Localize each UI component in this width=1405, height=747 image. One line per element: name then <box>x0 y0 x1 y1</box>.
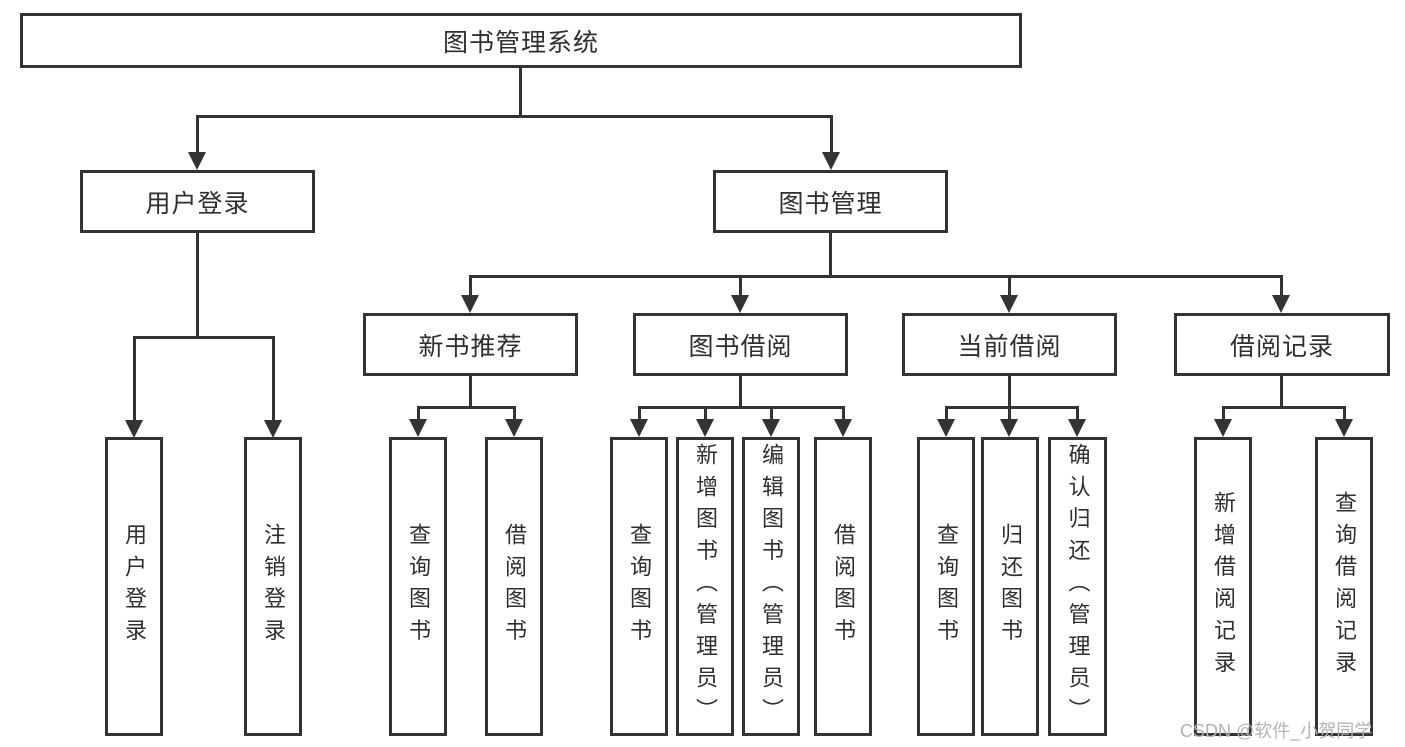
connector-borrowrecords-hline <box>1222 406 1346 409</box>
leaf-query-borrow-record: 查询借阅记录 <box>1315 437 1373 736</box>
leaf-add-books-admin-label: 新增图书（管理员） <box>693 442 718 731</box>
arrowhead-icon <box>125 420 143 438</box>
leaf-confirm-return-admin-label: 确认归还（管理员） <box>1065 442 1091 731</box>
leaf-borrow-books-label: 借阅图书 <box>831 522 856 651</box>
arrowhead-icon <box>409 419 427 437</box>
arrowhead-icon <box>1000 295 1018 313</box>
leaf-borrow-books: 借阅图书 <box>814 437 872 736</box>
leaf-user-login: 用户登录 <box>105 437 163 736</box>
connector-bookmgmt-stem-3 <box>1008 275 1011 297</box>
connector-userlogin-vline <box>196 233 199 336</box>
leaf-query-books-recommend-label: 查询图书 <box>406 522 431 651</box>
connector-currentborrow-stem-1 <box>945 406 948 419</box>
arrowhead-icon <box>1335 419 1353 437</box>
connector-bookborrow-stem-2 <box>704 406 707 419</box>
connector-newbook-vline <box>469 376 472 406</box>
connector-bookborrow-stem-4 <box>842 406 845 419</box>
arrowhead-icon <box>834 419 852 437</box>
leaf-logout: 注销登录 <box>244 437 302 736</box>
node-book-borrow-label: 图书借阅 <box>688 332 793 361</box>
connector-newbook-hline <box>417 406 516 409</box>
connector-bookborrow-stem-3 <box>770 406 773 419</box>
leaf-edit-books-admin-label: 编辑图书（管理员） <box>759 442 784 731</box>
leaf-return-books-label: 归还图书 <box>998 522 1023 651</box>
node-current-borrow-label: 当前借阅 <box>957 332 1062 361</box>
connector-root-stem-right <box>830 115 833 153</box>
connector-root-vline <box>519 68 522 115</box>
connector-newbook-stem-2 <box>513 406 516 419</box>
node-borrow-records-label: 借阅记录 <box>1229 332 1334 361</box>
node-book-borrow: 图书借阅 <box>633 313 848 376</box>
leaf-add-books-admin: 新增图书（管理员） <box>676 437 734 736</box>
leaf-query-borrow-record-label: 查询借阅记录 <box>1332 490 1357 683</box>
connector-userlogin-hline <box>133 336 275 339</box>
arrowhead-icon <box>696 419 714 437</box>
connector-borrowrecords-stem-1 <box>1222 406 1225 419</box>
leaf-confirm-return-admin: 确认归还（管理员） <box>1048 437 1107 736</box>
node-current-borrow: 当前借阅 <box>902 313 1117 376</box>
connector-bookmgmt-stem-1 <box>469 275 472 297</box>
arrowhead-icon <box>822 152 840 170</box>
connector-bookborrow-hline <box>638 406 845 409</box>
connector-borrowrecords-vline <box>1280 376 1283 406</box>
leaf-query-books-borrow: 查询图书 <box>610 437 668 736</box>
leaf-query-books-current-label: 查询图书 <box>934 522 959 651</box>
node-book-management: 图书管理 <box>713 170 948 233</box>
connector-bookborrow-stem-1 <box>638 406 641 419</box>
leaf-borrow-books-recommend: 借阅图书 <box>485 437 543 736</box>
node-new-book-recommend: 新书推荐 <box>363 313 578 376</box>
leaf-logout-label: 注销登录 <box>261 522 286 651</box>
connector-currentborrow-hline <box>945 406 1079 409</box>
arrowhead-icon <box>762 419 780 437</box>
arrowhead-icon <box>937 419 955 437</box>
connector-userlogin-stem-1 <box>133 336 136 420</box>
connector-currentborrow-stem-3 <box>1076 406 1079 419</box>
leaf-add-borrow-record-label: 新增借阅记录 <box>1211 490 1236 683</box>
connector-bookmgmt-stem-2 <box>739 275 742 297</box>
connector-bookborrow-vline <box>739 376 742 406</box>
arrowhead-icon <box>1068 419 1086 437</box>
arrowhead-icon <box>264 420 282 438</box>
node-root: 图书管理系统 <box>20 13 1022 68</box>
arrowhead-icon <box>1214 419 1232 437</box>
connector-root-hline <box>196 115 833 118</box>
connector-bookmgmt-vline <box>829 233 832 275</box>
leaf-query-books-borrow-label: 查询图书 <box>627 522 652 651</box>
leaf-edit-books-admin: 编辑图书（管理员） <box>742 437 800 736</box>
node-new-book-recommend-label: 新书推荐 <box>418 332 523 361</box>
connector-root-stem-left <box>196 115 199 153</box>
leaf-query-books-current: 查询图书 <box>917 437 975 736</box>
connector-bookmgmt-stem-4 <box>1280 275 1283 297</box>
leaf-borrow-books-recommend-label: 借阅图书 <box>502 522 527 651</box>
arrowhead-icon <box>1000 419 1018 437</box>
connector-currentborrow-vline <box>1008 376 1011 406</box>
connector-userlogin-stem-2 <box>272 336 275 420</box>
leaf-add-borrow-record: 新增借阅记录 <box>1194 437 1252 736</box>
node-root-label: 图书管理系统 <box>442 28 599 57</box>
arrowhead-icon <box>630 419 648 437</box>
arrowhead-icon <box>731 295 749 313</box>
node-user-login: 用户登录 <box>80 170 315 233</box>
connector-bookmgmt-hline <box>469 275 1283 278</box>
connector-borrowrecords-stem-2 <box>1343 406 1346 419</box>
connector-currentborrow-stem-2 <box>1008 406 1011 419</box>
leaf-user-login-label: 用户登录 <box>122 522 147 651</box>
arrowhead-icon <box>505 419 523 437</box>
node-user-login-label: 用户登录 <box>145 189 250 218</box>
leaf-query-books-recommend: 查询图书 <box>389 437 447 736</box>
arrowhead-icon <box>461 295 479 313</box>
arrowhead-icon <box>1272 295 1290 313</box>
arrowhead-icon <box>188 152 206 170</box>
connector-newbook-stem-1 <box>417 406 420 419</box>
leaf-return-books: 归还图书 <box>981 437 1039 736</box>
node-borrow-records: 借阅记录 <box>1174 313 1390 376</box>
watermark-text: CSDN @软件_小贺同学 <box>1180 721 1373 741</box>
node-book-management-label: 图书管理 <box>778 189 883 218</box>
